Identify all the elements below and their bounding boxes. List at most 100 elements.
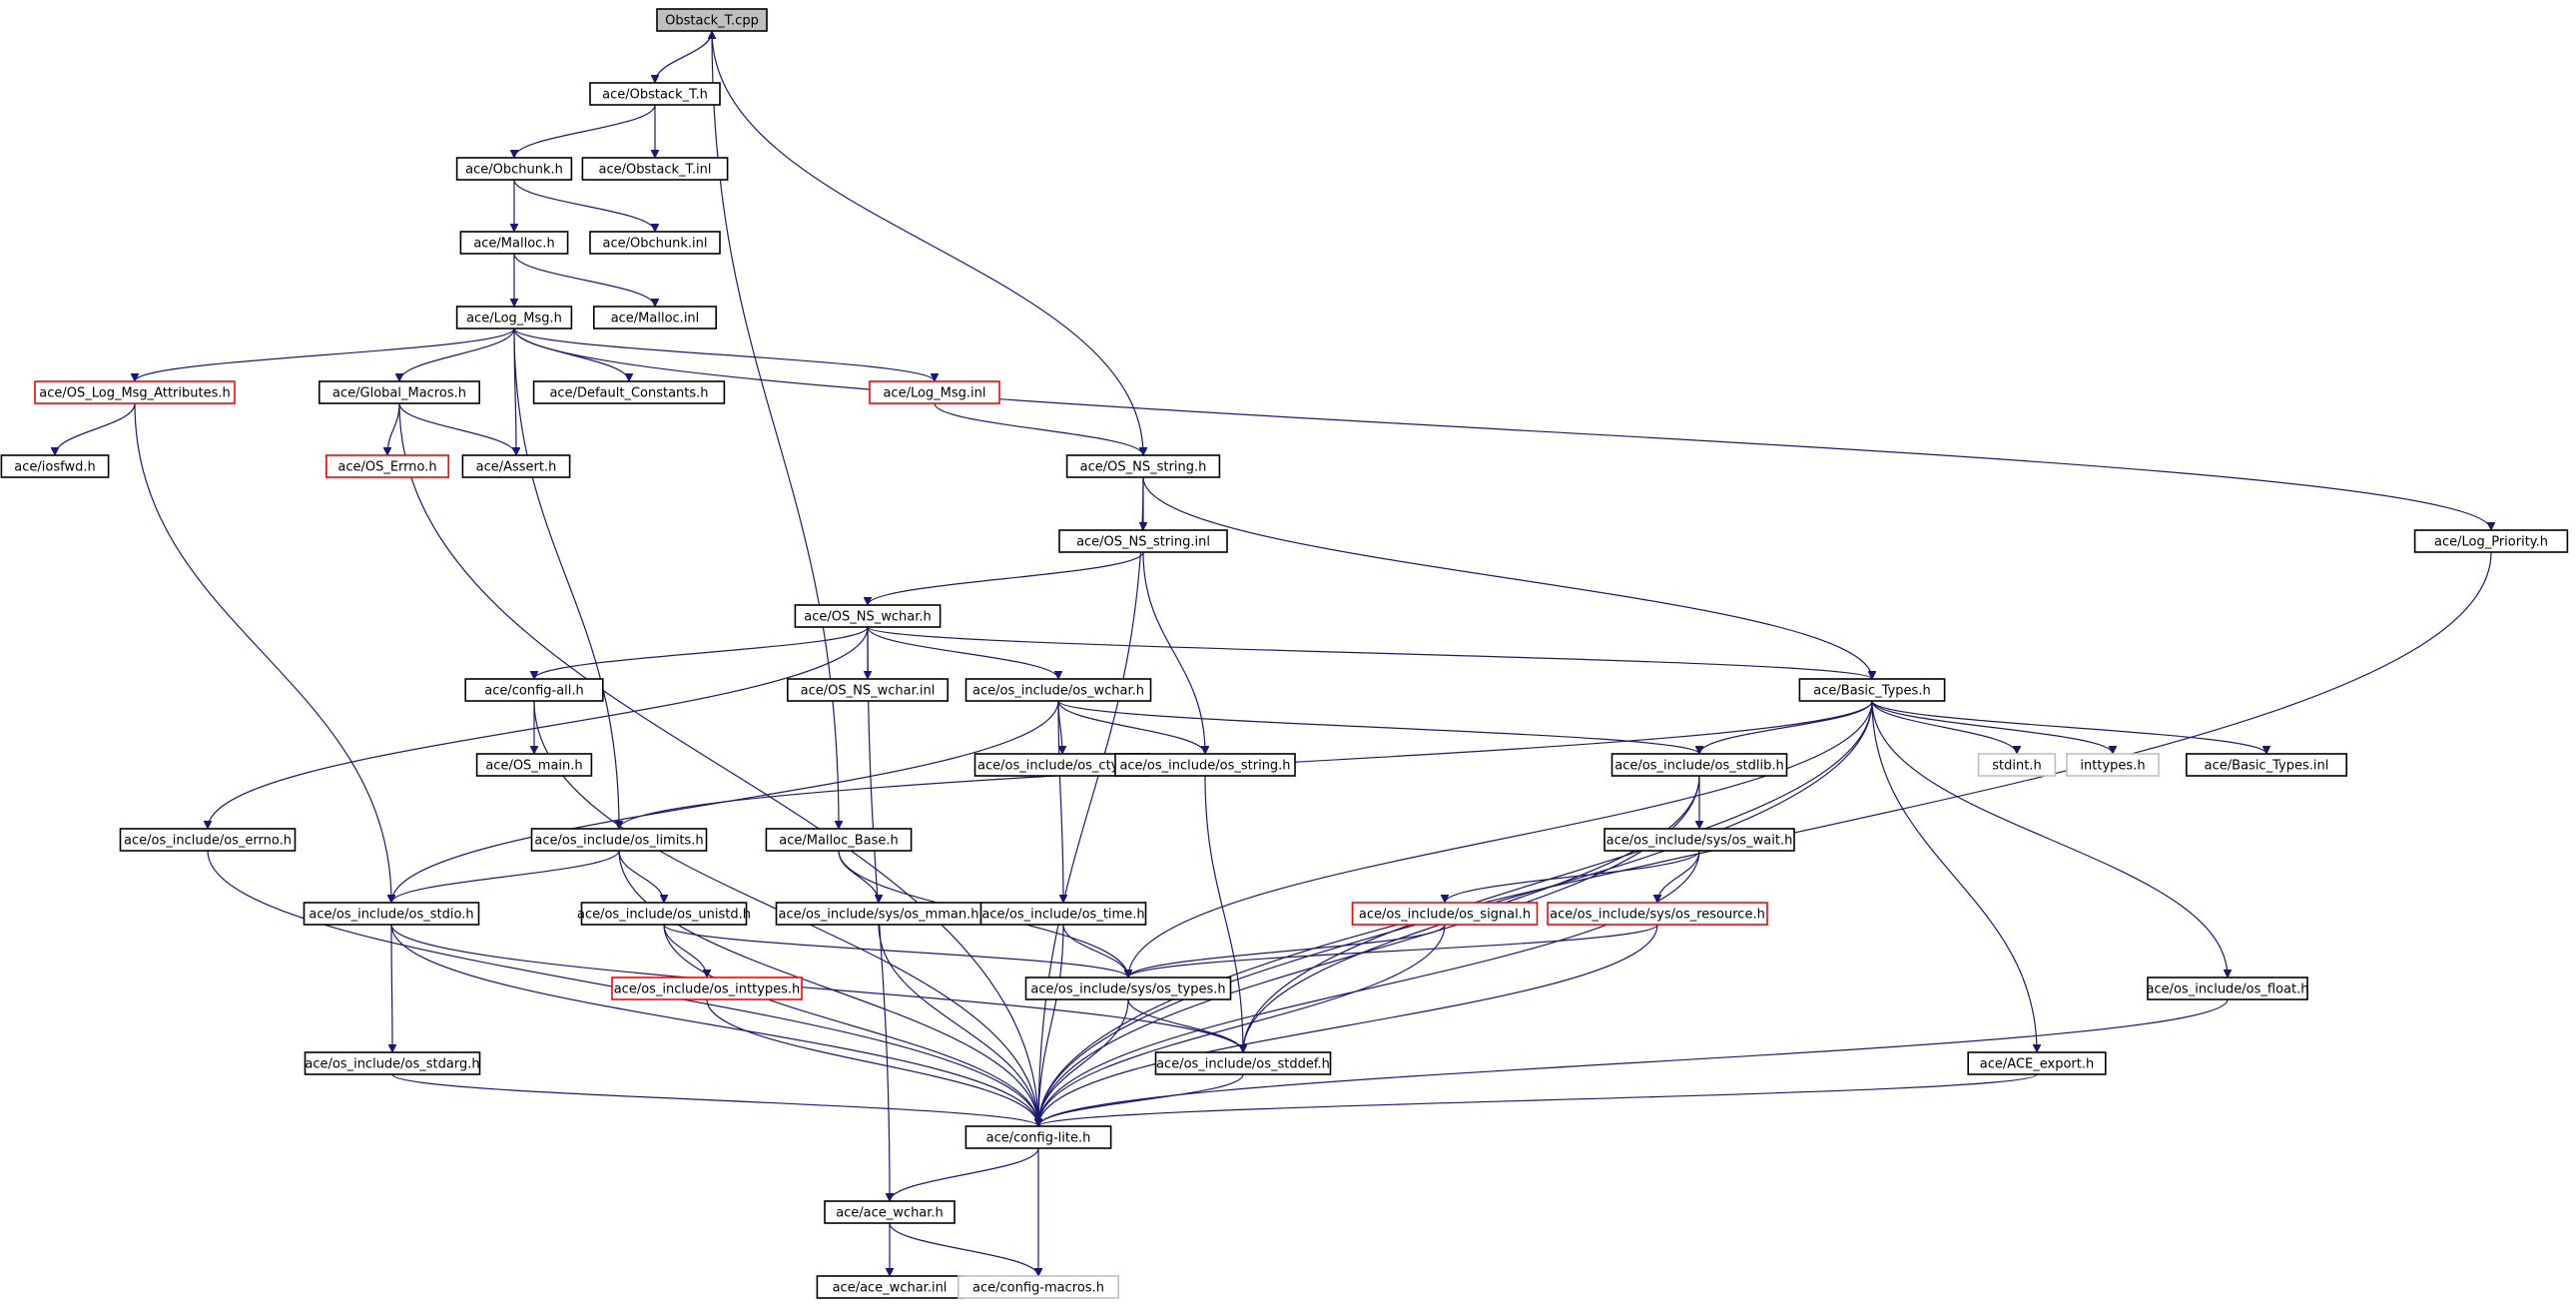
node-label: ace/os_include/os_stdio.h [309, 908, 473, 923]
edge-ace-malloc-h-to-ace-malloc-inl [513, 253, 655, 308]
node-ace-log-msg-inl[interactable]: ace/Log_Msg.inl [869, 380, 1000, 404]
node-ace-obstack-t-h[interactable]: ace/Obstack_T.h [589, 82, 721, 106]
edge-ace-log-msg-h-to-ace-log-msg-inl [513, 327, 935, 382]
node-ace-os-include-sys-os-mman-h[interactable]: ace/os_include/sys/os_mman.h [775, 902, 982, 926]
node-ace-default-constants-h[interactable]: ace/Default_Constants.h [532, 380, 726, 404]
node-ace-os-ns-string-h[interactable]: ace/OS_NS_string.h [1065, 454, 1221, 478]
node-ace-os-include-os-limits-h[interactable]: ace/os_include/os_limits.h [530, 828, 708, 852]
node-box [1154, 1051, 1332, 1075]
node-box [1065, 454, 1221, 478]
edge-ace-basic-types-h-to-ace-os-include-os-stddef-h [1243, 700, 1873, 1052]
edge-ace-os-include-os-stdio-h-to-ace-os-include-os-stddef-h [390, 924, 1243, 1053]
node-label: ace/os_include/os_unistd.h [577, 908, 751, 923]
node-ace-os-ns-wchar-inl[interactable]: ace/OS_NS_wchar.inl [786, 678, 949, 702]
node-label: ace/Malloc.inl [611, 312, 700, 326]
node-ace-iosfwd-h[interactable]: ace/iosfwd.h [0, 454, 110, 478]
node-label: ace/os_include/sys/os_types.h [1030, 982, 1225, 997]
node-ace-malloc-h[interactable]: ace/Malloc.h [459, 231, 569, 255]
node-ace-os-include-os-stdlib-h[interactable]: ace/os_include/os_stdlib.h [1610, 753, 1788, 777]
edge-obstack-t-cpp-to-ace-malloc-base-h [711, 30, 839, 829]
node-label: ace/OS_Errno.h [337, 460, 436, 475]
node-label: ace/Obchunk.inl [603, 237, 708, 252]
edge-ace-os-log-msg-attributes-h-to-ace-os-include-os-stdio-h [134, 402, 391, 903]
node-ace-os-include-sys-os-resource-h[interactable]: ace/os_include/sys/os_resource.h [1547, 902, 1768, 926]
node-label: ace/Obstack_T.inl [599, 163, 712, 178]
node-box [1024, 977, 1232, 1000]
node-ace-config-lite-h[interactable]: ace/config-lite.h [965, 1125, 1112, 1149]
edge-ace-os-ns-wchar-h-to-ace-basic-types-h [867, 626, 1872, 680]
node-label: ace/config-macros.h [972, 1281, 1104, 1296]
edge-ace-config-lite-h-to-ace-ace-wchar-h [890, 1147, 1039, 1202]
node-ace-os-include-sys-os-types-h[interactable]: ace/os_include/sys/os_types.h [1024, 977, 1232, 1000]
node-ace-ace-wchar-h[interactable]: ace/ace_wchar.h [824, 1200, 956, 1224]
node-box [304, 1051, 481, 1075]
node-ace-config-all-h[interactable]: ace/config-all.h [464, 678, 604, 702]
node-label: ace/os_include/os_signal.h [1359, 908, 1531, 923]
node-ace-os-include-os-signal-h[interactable]: ace/os_include/os_signal.h [1351, 902, 1539, 926]
node-box [957, 1275, 1119, 1299]
node-box [786, 678, 949, 702]
edge-ace-os-include-os-signal-h-to-ace-os-include-sys-os-types-h [1128, 924, 1446, 979]
node-label: stdint.h [1992, 759, 2041, 774]
node-stdint-h[interactable]: stdint.h [1977, 753, 2057, 777]
edge-ace-basic-types-h-to-stdint-h [1871, 700, 2017, 755]
node-ace-ace-wchar-inl[interactable]: ace/ace_wchar.inl [816, 1275, 964, 1299]
edge-ace-os-include-os-stddef-h-to-ace-config-lite-h [1038, 1073, 1244, 1127]
edge-ace-basic-types-h-to-ace-basic-types-inl [1871, 700, 2266, 755]
node-box [2066, 753, 2160, 777]
node-ace-os-include-sys-os-wait-h[interactable]: ace/os_include/sys/os_wait.h [1604, 828, 1795, 852]
node-ace-obchunk-h[interactable]: ace/Obchunk.h [455, 157, 573, 181]
node-ace-os-include-os-ctype-h[interactable]: ace/os_include/os_ctype.h [973, 753, 1151, 777]
node-ace-os-ns-string-inl[interactable]: ace/OS_NS_string.inl [1058, 529, 1228, 553]
node-label: ace/Log_Priority.h [2434, 535, 2548, 550]
node-ace-os-include-os-stdarg-h[interactable]: ace/os_include/os_stdarg.h [304, 1051, 481, 1075]
node-ace-os-main-h[interactable]: ace/OS_main.h [475, 753, 593, 777]
node-label: ace/os_include/sys/os_resource.h [1550, 908, 1765, 923]
node-box [0, 454, 110, 478]
node-ace-basic-types-inl[interactable]: ace/Basic_Types.inl [2186, 753, 2348, 777]
node-ace-os-include-os-string-h[interactable]: ace/os_include/os_string.h [1114, 753, 1296, 777]
node-ace-assert-h[interactable]: ace/Assert.h [461, 454, 571, 478]
node-ace-os-log-msg-attributes-h[interactable]: ace/OS_Log_Msg_Attributes.h [34, 380, 236, 404]
node-ace-ace-export-h[interactable]: ace/ACE_export.h [1967, 1051, 2107, 1075]
edge-ace-obstack-t-h-to-ace-obchunk-h [514, 104, 656, 159]
edge-ace-global-macros-h-to-ace-config-lite-h [398, 402, 1038, 1126]
node-ace-log-priority-h[interactable]: ace/Log_Priority.h [2413, 529, 2569, 553]
node-label: ace/os_include/os_ctype.h [977, 759, 1147, 774]
edge-ace-os-include-os-unistd-h-to-ace-config-lite-h [663, 924, 1038, 1126]
node-ace-malloc-inl[interactable]: ace/Malloc.inl [592, 306, 717, 329]
edge-obstack-t-cpp-to-ace-os-ns-string-h [711, 30, 1143, 455]
node-obstack-t-cpp[interactable]: Obstack_T.cpp [656, 8, 768, 32]
node-ace-os-ns-wchar-h[interactable]: ace/OS_NS_wchar.h [794, 604, 942, 628]
node-inttypes-h[interactable]: inttypes.h [2066, 753, 2160, 777]
node-ace-os-include-os-unistd-h[interactable]: ace/os_include/os_unistd.h [577, 902, 751, 926]
node-box [765, 828, 913, 852]
edge-ace-os-include-os-stdio-h-to-ace-config-lite-h [390, 924, 1038, 1126]
node-ace-malloc-base-h[interactable]: ace/Malloc_Base.h [765, 828, 913, 852]
edge-ace-os-include-os-time-h-to-ace-config-lite-h [1038, 924, 1064, 1126]
node-ace-obchunk-inl[interactable]: ace/Obchunk.inl [589, 231, 721, 255]
node-ace-config-macros-h[interactable]: ace/config-macros.h [957, 1275, 1119, 1299]
node-ace-os-include-os-float-h[interactable]: ace/os_include/os_float.h [2146, 977, 2309, 1000]
node-ace-os-include-os-time-h[interactable]: ace/os_include/os_time.h [979, 902, 1147, 926]
node-ace-os-include-os-stdio-h[interactable]: ace/os_include/os_stdio.h [303, 902, 480, 926]
edge-ace-os-include-os-stdio-h-to-ace-os-include-os-stdarg-h [391, 924, 392, 1052]
node-label: ace/os_include/os_limits.h [534, 834, 703, 849]
edge-ace-log-msg-h-to-ace-os-include-os-limits-h [513, 327, 619, 829]
node-box [303, 902, 480, 926]
edge-ace-os-log-msg-attributes-h-to-ace-iosfwd-h [55, 402, 136, 456]
edge-ace-obstack-t-h-to-obstack-t-cpp [654, 30, 712, 84]
node-label: ace/os_include/os_errno.h [124, 834, 292, 849]
node-ace-global-macros-h[interactable]: ace/Global_Macros.h [318, 380, 480, 404]
node-ace-os-include-os-errno-h[interactable]: ace/os_include/os_errno.h [119, 828, 297, 852]
node-ace-os-include-os-inttypes-h[interactable]: ace/os_include/os_inttypes.h [611, 977, 803, 1000]
node-ace-os-include-os-stddef-h[interactable]: ace/os_include/os_stddef.h [1154, 1051, 1332, 1075]
node-ace-os-errno-h[interactable]: ace/OS_Errno.h [324, 454, 449, 478]
node-ace-log-msg-h[interactable]: ace/Log_Msg.h [455, 306, 573, 329]
edge-ace-os-include-sys-os-resource-h-to-ace-os-include-sys-os-types-h [1128, 924, 1658, 979]
node-box [589, 231, 721, 255]
node-ace-os-include-os-wchar-h[interactable]: ace/os_include/os_wchar.h [965, 678, 1152, 702]
node-ace-basic-types-h[interactable]: ace/Basic_Types.h [1798, 678, 1946, 702]
node-ace-obstack-t-inl[interactable]: ace/Obstack_T.inl [581, 157, 729, 181]
